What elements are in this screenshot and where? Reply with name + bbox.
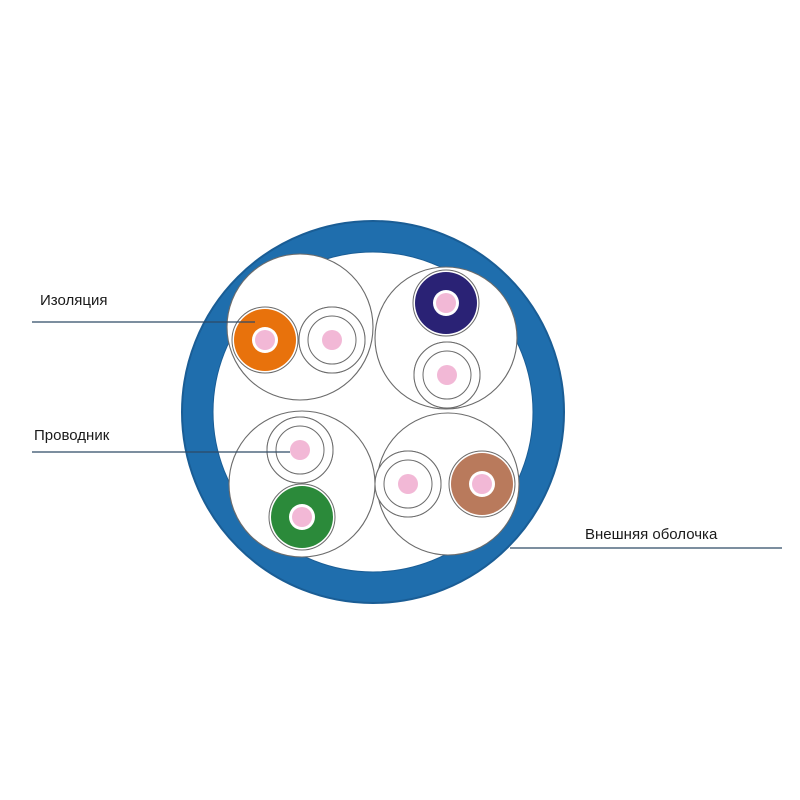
brown-pair-wire-brown-conductor [472,474,492,494]
orange-pair-wire-orange-conductor [255,330,275,350]
orange-pair-wire-white-conductor [322,330,342,350]
blue-pair-wire-white-conductor [437,365,457,385]
green-pair-wire-green-conductor [292,507,312,527]
blue-pair-envelope [374,266,518,410]
green-pair-wire-white-conductor [290,440,310,460]
brown-pair-wire-white-conductor [398,474,418,494]
insulation-label: Изоляция [40,292,108,309]
blue-pair-wire-blue-conductor [436,293,456,313]
conductor-label: Проводник [34,427,110,444]
outer-jacket-label: Внешняя оболочка [585,526,718,543]
